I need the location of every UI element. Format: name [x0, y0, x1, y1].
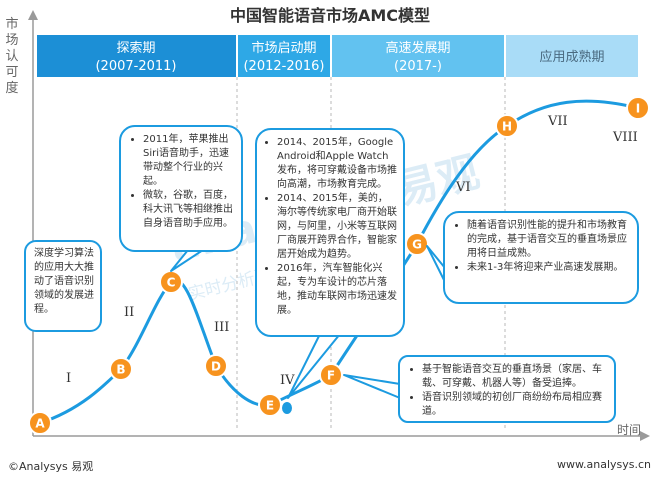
- callout-siri: 2011年，苹果推出Siri语音助手，迅速带动整个行业的兴起。 微软，谷歌，百度…: [119, 125, 243, 252]
- svg-text:H: H: [502, 120, 512, 134]
- stage-label: II: [124, 305, 134, 320]
- svg-text:A: A: [35, 417, 45, 431]
- phase-name-explore: 探索期: [116, 41, 155, 56]
- phase-band-mature: [506, 35, 638, 77]
- point-h: H: [495, 114, 519, 138]
- phase-period-explore: (2007-2011): [95, 59, 176, 74]
- stage-label: I: [66, 371, 71, 386]
- point-i: I: [626, 96, 650, 120]
- callout-text: 2016年，汽车智能化兴起，专为车设计的芯片落地，推动车联网市场迅速发展。: [277, 262, 397, 318]
- phase-name-launch: 市场启动期: [251, 40, 316, 56]
- stage-label: VII: [547, 114, 568, 129]
- callout-text: 2014、2015年，美的，海尔等传统家电厂商开始联网，与阿里，小米等互联网厂商…: [277, 192, 397, 262]
- phase-period-launch: (2012-2016): [243, 59, 324, 74]
- x-axis-label: 时间: [617, 423, 641, 437]
- svg-text:C: C: [167, 276, 176, 290]
- point-b: B: [109, 357, 133, 381]
- callout-text: 语音识别领域的初创厂商纷纷布局相应赛道。: [422, 391, 606, 419]
- svg-text:D: D: [211, 360, 221, 374]
- footer-website: www.analysys.cn: [557, 458, 651, 471]
- callout-text: 未来1-3年将迎来产业高速发展期。: [467, 261, 629, 275]
- curve-marker: [282, 402, 292, 414]
- callout-text: 深度学习算法的应用大大推动了语音识别领域的发展进程。: [34, 248, 94, 315]
- svg-text:E: E: [266, 399, 274, 413]
- stage-label: III: [214, 320, 229, 335]
- callout-text: 基于智能语音交互的垂直场景（家居、车载、可穿戴、机器人等）备受追捧。: [422, 363, 606, 391]
- phase-band-explore: [37, 35, 236, 77]
- stage-labels: I II III IV V VI VII VIII: [66, 114, 638, 388]
- y-axis-char: 认: [5, 49, 18, 64]
- y-axis-char: 可: [5, 65, 18, 80]
- point-d: D: [204, 354, 228, 378]
- y-axis-char: 场: [5, 33, 18, 48]
- callout-deep-learning: 深度学习算法的应用大大推动了语音识别领域的发展进程。: [24, 240, 102, 332]
- phase-name-mature: 应用成熟期: [539, 49, 604, 65]
- phase-band-launch: [238, 35, 330, 77]
- footer-copyright: ©Analysys 易观: [8, 460, 94, 473]
- callout-text: 2014、2015年，Google Android和Apple Watch发布，…: [277, 136, 397, 192]
- point-e: E: [258, 393, 282, 417]
- callout-launch: 2014、2015年，Google Android和Apple Watch发布，…: [255, 128, 405, 337]
- callout-text: 2011年，苹果推出Siri语音助手，迅速带动整个行业的兴起。: [143, 133, 233, 189]
- phase-name-growth: 高速发展期: [385, 40, 450, 56]
- y-axis-char: 市: [5, 16, 18, 32]
- x-axis-arrow-icon: [640, 431, 650, 441]
- callout-growth: 随着语音识别性能的提升和市场教育的完成，基于语音交互的垂直场景应用将日益成熟。 …: [443, 211, 639, 304]
- point-f: F: [319, 363, 343, 387]
- point-markers: A B C D E F G: [28, 96, 650, 435]
- y-axis-arrow-icon: [28, 10, 38, 20]
- chart-title: 中国智能语音市场AMC模型: [230, 6, 430, 25]
- stage-label: VI: [455, 180, 471, 195]
- callout-text: 微软，谷歌，百度，科大讯飞等相继推出自身语音助手应用。: [143, 189, 233, 231]
- callout-text: 随着语音识别性能的提升和市场教育的完成，基于语音交互的垂直场景应用将日益成熟。: [467, 219, 629, 261]
- stage-label: IV: [280, 373, 295, 388]
- y-axis-char: 度: [5, 80, 18, 96]
- callout-vertical: 基于智能语音交互的垂直场景（家居、车载、可穿戴、机器人等）备受追捧。 语音识别领…: [398, 355, 616, 423]
- amc-curve: [39, 99, 639, 425]
- svg-text:F: F: [327, 369, 335, 383]
- svg-text:I: I: [636, 102, 640, 116]
- point-g: G: [405, 232, 429, 256]
- y-axis-label: 市 场 认 可 度: [5, 16, 18, 96]
- point-c: C: [159, 270, 183, 294]
- svg-text:B: B: [116, 363, 125, 377]
- stage-label: VIII: [612, 130, 638, 145]
- phase-period-growth: (2017-): [394, 59, 442, 74]
- phase-band-growth: [332, 35, 504, 77]
- svg-text:G: G: [412, 238, 422, 252]
- point-a: A: [28, 411, 52, 435]
